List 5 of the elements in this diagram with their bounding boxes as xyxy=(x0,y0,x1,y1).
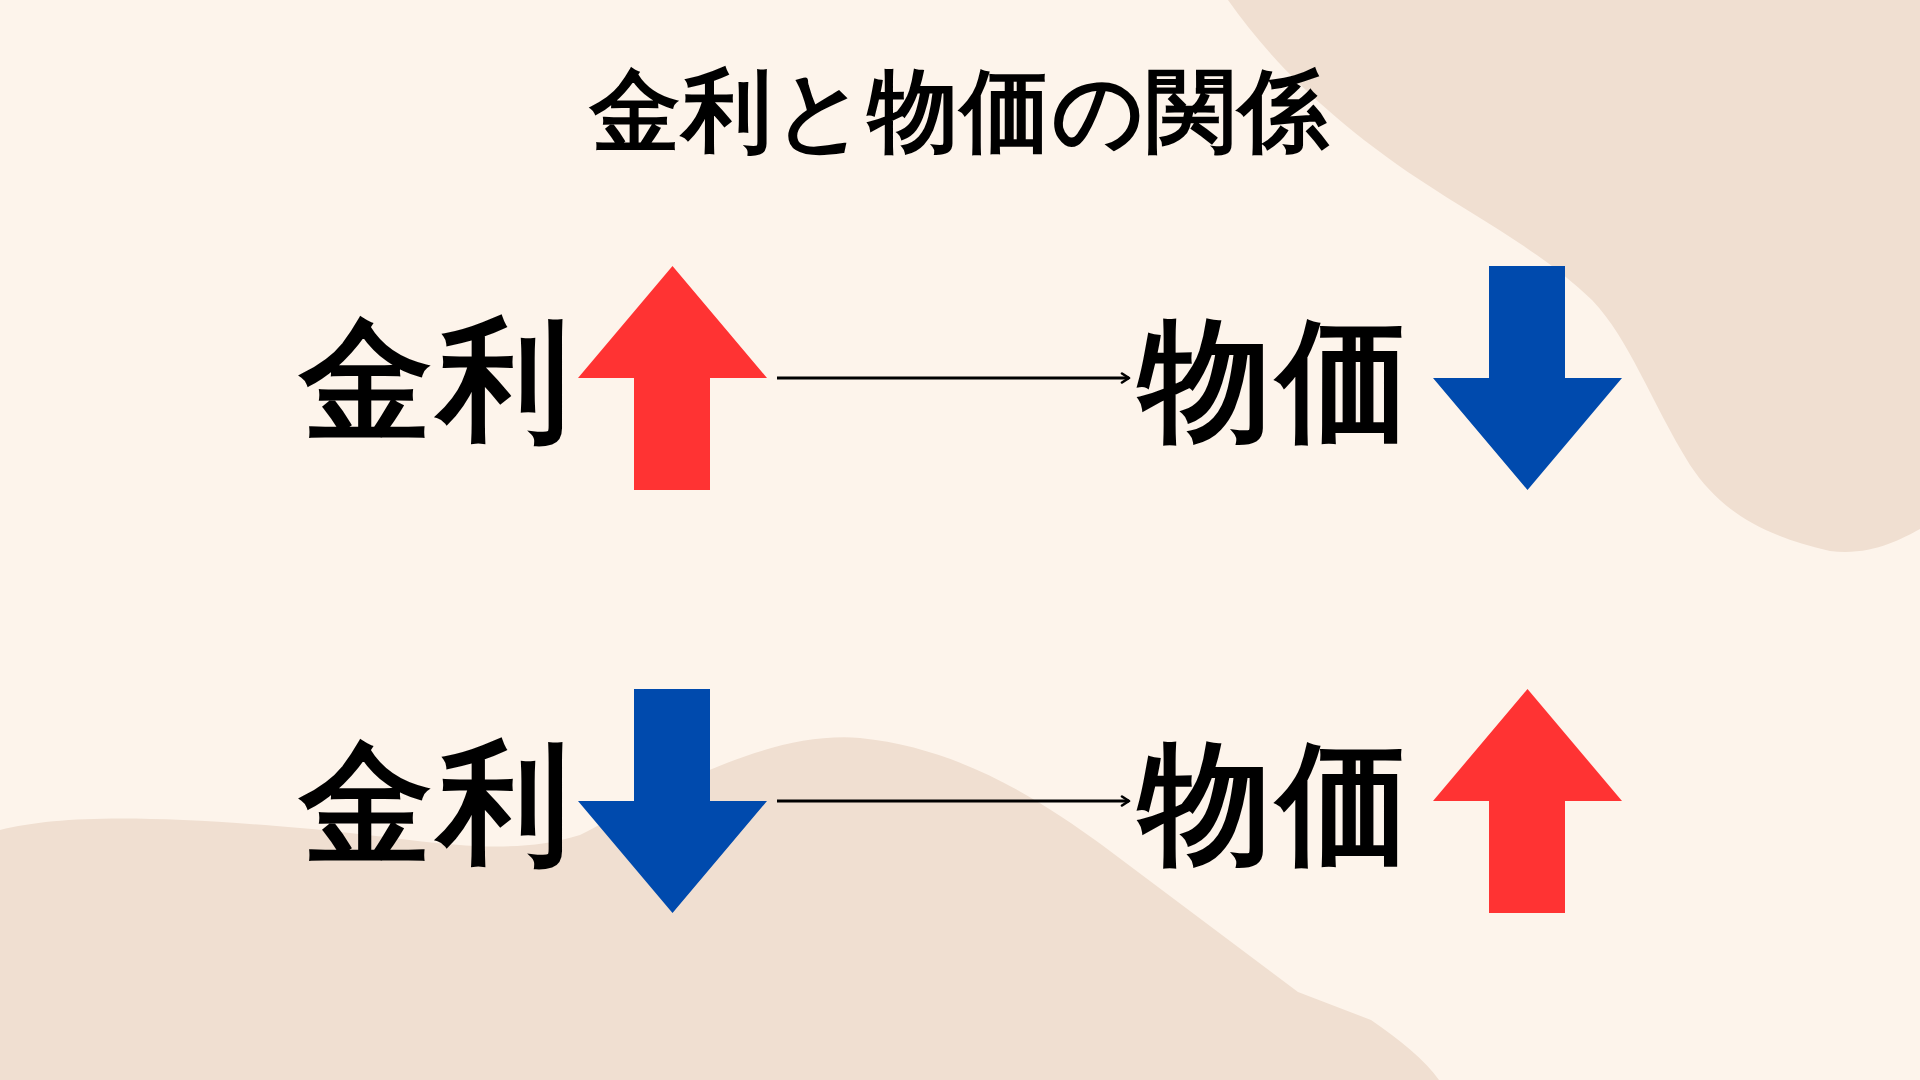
arrow xyxy=(777,372,1131,384)
diagram-title: 金利と物価の関係 xyxy=(590,66,1330,156)
arrow xyxy=(777,795,1131,807)
term-label: 金利 xyxy=(300,314,576,446)
term-label: 金利 xyxy=(300,737,576,869)
